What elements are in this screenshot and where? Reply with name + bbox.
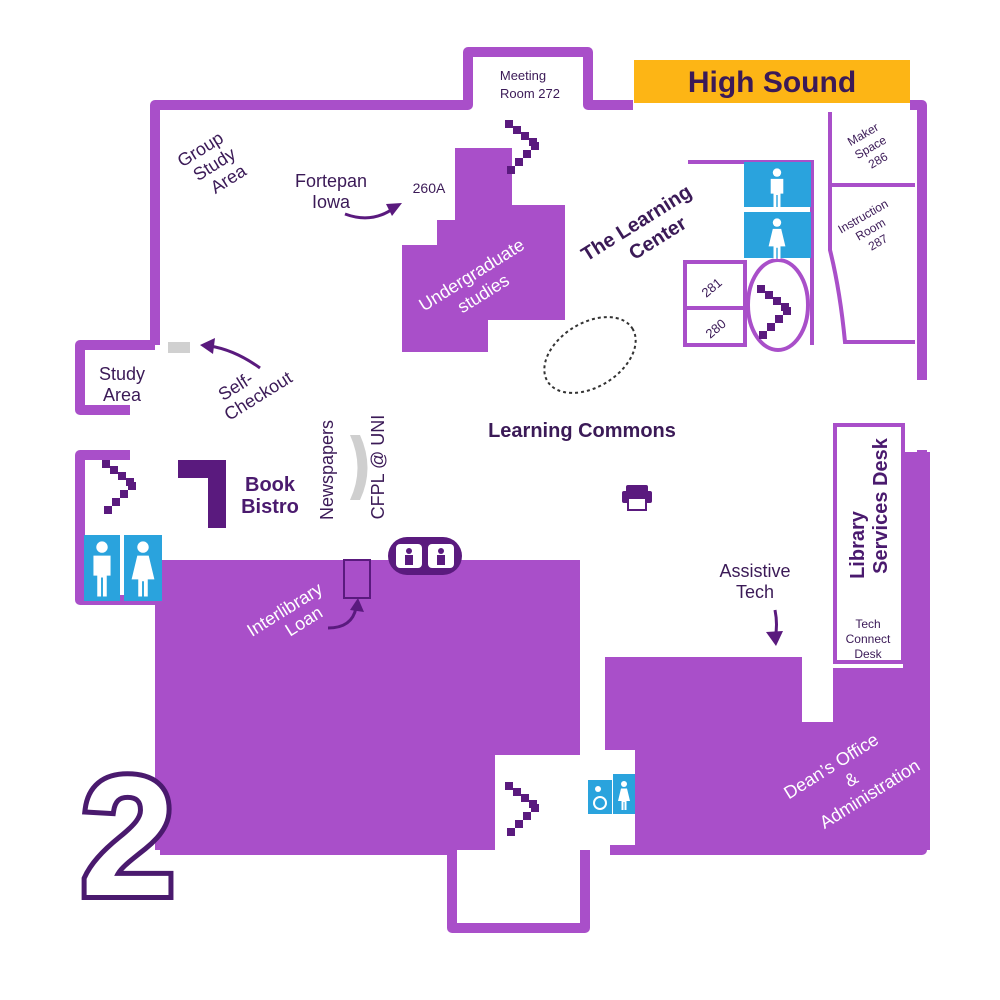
filled-areas [155,148,930,850]
upper-right-rooms [683,112,915,352]
newspapers: Newspapers [317,420,337,520]
svg-text:Fortepan: Fortepan [295,171,367,191]
maker-space-286: Maker Space 286 [845,120,890,171]
svg-text:Library: Library [847,510,869,579]
svg-text:Tech: Tech [736,582,774,602]
restroom-women-icon [124,535,162,601]
floor-number: 2 [81,742,176,932]
printer-icon [622,485,652,511]
newspaper-rack [350,435,368,500]
svg-text:Study: Study [99,364,145,384]
cfpl-at-uni: CFPL @ UNI [368,415,388,520]
svg-text:Meeting: Meeting [500,68,546,83]
zone-label: High Sound [688,66,856,99]
restroom-men-icon [744,162,811,209]
the-learning-center: The Learning Center [578,181,696,266]
group-study-area: Group Study Area [174,128,251,198]
open-area-outline [543,316,637,394]
accessible-restroom-icon [588,780,612,814]
book-bistro: Book Bistro [178,460,299,528]
elevator-icon [388,537,462,575]
svg-text:Assistive: Assistive [719,561,790,581]
library-services-desk-label: Library Services Desk [847,437,892,579]
room-280: 280 [703,316,729,341]
assistive-tech: Assistive Tech [719,561,791,646]
library-services-desk [833,423,905,664]
stairs-icon [102,460,136,514]
self-checkout: Self- Checkout [168,338,296,425]
restroom-women-icon [744,212,811,259]
svg-text:Book: Book [245,474,296,496]
svg-text:260A: 260A [413,180,446,196]
svg-text:Room 272: Room 272 [500,86,560,101]
svg-text:Connect: Connect [846,632,891,646]
svg-text:Tech: Tech [855,617,880,631]
learning-commons: Learning Commons [488,420,676,442]
svg-text:Iowa: Iowa [312,192,351,212]
study-area: Study Area [99,364,145,405]
meeting-room-272: Meeting Room 272 [500,68,560,101]
fortepan-iowa: Fortepan Iowa [295,171,402,220]
room-281: 281 [699,275,725,300]
stairs-icon [505,782,539,836]
room-260a: 260A [406,168,452,210]
restroom-women-icon [613,774,635,814]
svg-text:Desk: Desk [854,647,882,661]
stairs-icon [757,285,791,339]
svg-text:Bistro: Bistro [241,496,299,518]
tech-connect-desk: Tech Connect Desk [846,617,891,661]
instruction-room-287: Instruction Room 287 [836,197,891,254]
svg-text:Area: Area [103,385,142,405]
svg-text:Services Desk: Services Desk [870,437,892,574]
restroom-men-icon [84,535,120,601]
high-sound-zone: High Sound [634,60,910,103]
